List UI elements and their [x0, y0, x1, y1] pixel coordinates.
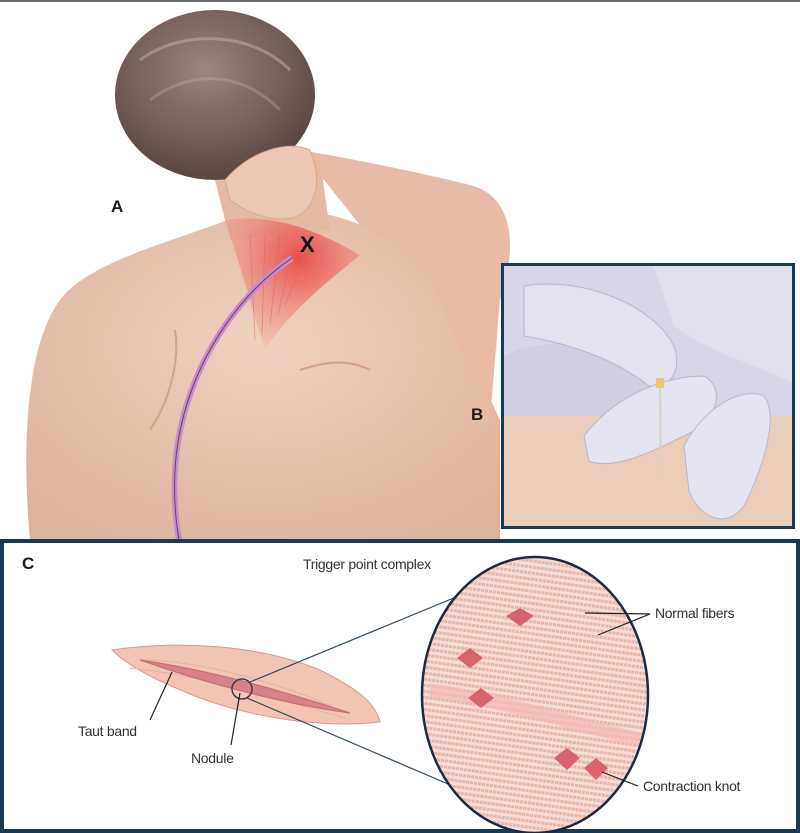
label-taut-band: Taut band	[78, 723, 137, 739]
panel-a-illustration: X	[26, 10, 510, 540]
glove-thumb	[523, 283, 678, 388]
needle-hub	[656, 378, 664, 388]
magnified-circle	[420, 555, 650, 833]
trigger-point-marker: X	[300, 232, 315, 257]
panel-b	[501, 263, 795, 529]
label-normal-fibers: Normal fibers	[655, 605, 735, 621]
label-contraction-knot: Contraction knot	[643, 778, 741, 794]
glove-back	[654, 266, 792, 383]
panel-b-illustration	[504, 266, 792, 526]
top-rule	[0, 0, 800, 2]
panel-c	[0, 539, 800, 833]
label-nodule: Nodule	[191, 750, 234, 766]
torso	[26, 215, 500, 540]
panel-b-letter: B	[471, 405, 484, 424]
panel-c-letter: C	[22, 554, 35, 573]
trapezius-highlight	[225, 218, 360, 350]
panel-c-title: Trigger point complex	[303, 556, 431, 572]
glove-index	[583, 375, 717, 465]
raised-arm	[300, 150, 510, 420]
needle	[659, 385, 662, 477]
glove-middle	[683, 392, 771, 520]
taut-band	[139, 659, 351, 714]
hand	[224, 145, 318, 220]
panel-a-letter: A	[111, 197, 124, 216]
contraction-knots	[457, 608, 608, 780]
nodule-circle	[231, 678, 253, 700]
